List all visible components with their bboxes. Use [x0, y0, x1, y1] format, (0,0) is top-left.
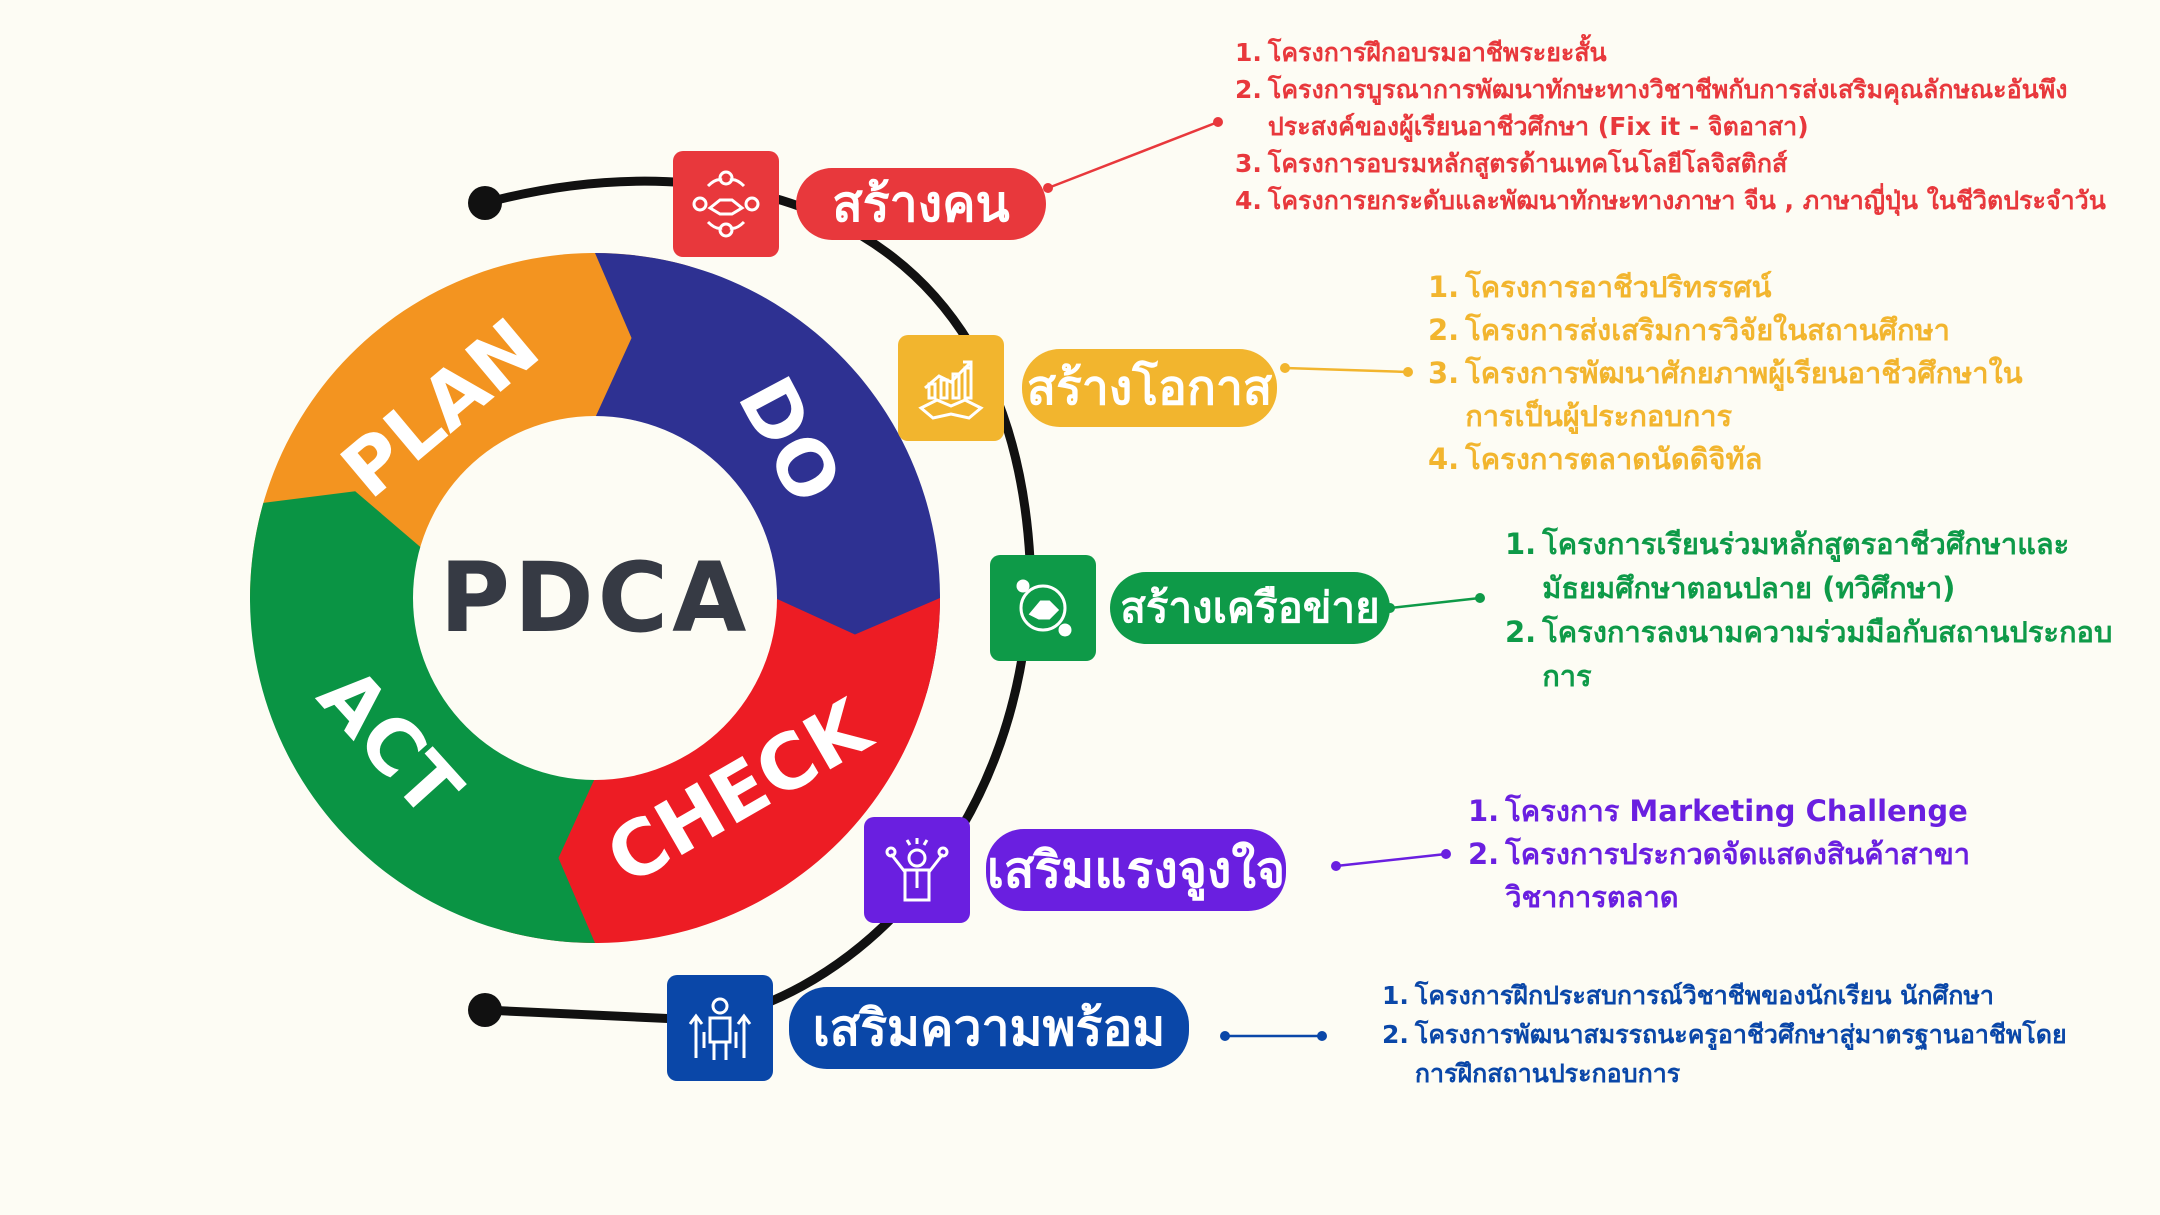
project-item: 2.โครงการประกวดจัดแสดงสินค้าสาขาวิชาการต…	[1468, 833, 2028, 919]
item-text: โครงการพัฒนาสมรรถนะครูอาชีวศึกษาสู่มาตรฐ…	[1414, 1020, 2067, 1088]
category-items-list: 1.โครงการฝึกประสบการณ์วิชาชีพของนักเรียน…	[1382, 976, 2102, 1093]
project-item: 2.โครงการบูรณาการพัฒนาทักษะทางวิชาชีพกับ…	[1235, 71, 2135, 145]
item-text: โครงการเรียนร่วมหลักสูตรอาชีวศึกษาและมัธ…	[1542, 527, 2070, 605]
item-number: 2.	[1235, 75, 1262, 104]
project-item: 2.โครงการลงนามความร่วมมือกับสถานประกอบกา…	[1505, 610, 2125, 698]
category-items-list: 1.โครงการอาชีวปริทรรศน์2.โครงการส่งเสริม…	[1428, 266, 2068, 481]
item-text: โครงการประกวดจัดแสดงสินค้าสาขาวิชาการตลา…	[1505, 837, 1971, 914]
item-text: โครงการลงนามความร่วมมือกับสถานประกอบการ	[1542, 615, 2113, 693]
project-item: 1.โครงการ Marketing Challenge	[1468, 790, 2028, 833]
connector-dot	[1403, 367, 1413, 377]
item-number: 2.	[1382, 1020, 1409, 1049]
item-text: โครงการอาชีวปริทรรศน์	[1465, 270, 1772, 304]
growth-handshake-icon	[898, 335, 1004, 441]
item-text: โครงการยกระดับและพัฒนาทักษะทางภาษา จีน ,…	[1267, 186, 2106, 215]
item-text: โครงการตลาดนัดดิจิทัล	[1465, 442, 1763, 476]
project-item: 1.โครงการฝึกประสบการณ์วิชาชีพของนักเรียน…	[1382, 976, 2102, 1015]
project-item: 2.โครงการส่งเสริมการวิจัยในสถานศึกษา	[1428, 309, 2068, 352]
item-number: 4.	[1235, 186, 1262, 215]
project-item: 3.โครงการพัฒนาศักยภาพผู้เรียนอาชีวศึกษาใ…	[1428, 352, 2068, 438]
project-item: 4.โครงการยกระดับและพัฒนาทักษะทางภาษา จีน…	[1235, 182, 2135, 219]
item-text: โครงการพัฒนาศักยภาพผู้เรียนอาชีวศึกษาในก…	[1465, 356, 2023, 433]
connector-line	[1335, 852, 1447, 868]
project-item: 2.โครงการพัฒนาสมรรถนะครูอาชีวศึกษาสู่มาต…	[1382, 1015, 2102, 1093]
category-title: เสริมแรงจูงใจ	[986, 840, 1286, 899]
project-item: 4.โครงการตลาดนัดดิจิทัล	[1428, 438, 2068, 481]
category-title-pill: สร้างคน	[796, 168, 1046, 240]
item-number: 3.	[1235, 149, 1262, 178]
center-label: PDCA	[440, 542, 751, 654]
item-number: 2.	[1468, 837, 1500, 871]
item-text: โครงการอบรมหลักสูตรด้านเทคโนโลยีโลจิสติก…	[1267, 149, 1788, 178]
item-number: 1.	[1468, 794, 1500, 828]
category-title-pill: สร้างเครือข่าย	[1110, 572, 1390, 644]
connector-dot	[1317, 1031, 1327, 1041]
item-text: โครงการบูรณาการพัฒนาทักษะทางวิชาชีพกับกา…	[1267, 75, 2068, 141]
category-readiness: เสริมความพร้อม	[667, 975, 1189, 1081]
category-title-pill: สร้างโอกาส	[1022, 349, 1277, 427]
connector-line	[1047, 120, 1219, 190]
arc-end-dot	[468, 993, 502, 1027]
item-number: 2.	[1505, 615, 1537, 649]
project-item: 3.โครงการอบรมหลักสูตรด้านเทคโนโลยีโลจิสต…	[1235, 145, 2135, 182]
item-number: 1.	[1505, 527, 1537, 561]
handshake-people-icon	[673, 151, 779, 257]
category-title-pill: เสริมความพร้อม	[789, 987, 1189, 1069]
item-text: โครงการ Marketing Challenge	[1505, 794, 1968, 828]
connector-dot	[1043, 183, 1053, 193]
project-item: 1.โครงการอาชีวปริทรรศน์	[1428, 266, 2068, 309]
category-create-people: สร้างคน	[673, 151, 1046, 257]
network-handshake-icon	[990, 555, 1096, 661]
ready-person-icon	[667, 975, 773, 1081]
category-title: สร้างคน	[832, 174, 1010, 233]
segment-do	[595, 253, 941, 705]
arc-start-dot	[468, 186, 502, 220]
item-text: โครงการฝึกประสบการณ์วิชาชีพของนักเรียน น…	[1414, 981, 1994, 1010]
category-build-network: สร้างเครือข่าย	[990, 555, 1390, 661]
item-number: 4.	[1428, 442, 1460, 476]
item-number: 2.	[1428, 313, 1460, 347]
connector-line	[1389, 596, 1481, 610]
connector-line	[1284, 366, 1409, 374]
connector-dot	[1475, 593, 1485, 603]
item-text: โครงการฝึกอบรมอาชีพระยะสั้น	[1267, 38, 1607, 67]
category-create-opportunity: สร้างโอกาส	[898, 335, 1277, 441]
category-title: สร้างโอกาส	[1026, 360, 1273, 416]
category-title: เสริมความพร้อม	[812, 998, 1166, 1057]
connector-dot	[1213, 117, 1223, 127]
connector-dot	[1280, 363, 1290, 373]
project-item: 1.โครงการฝึกอบรมอาชีพระยะสั้น	[1235, 34, 2135, 71]
connector-dot	[1441, 849, 1451, 859]
category-motivation: เสริมแรงจูงใจ	[864, 817, 1286, 923]
item-number: 1.	[1382, 981, 1409, 1010]
item-text: โครงการส่งเสริมการวิจัยในสถานศึกษา	[1465, 313, 1950, 347]
connector-dot	[1220, 1031, 1230, 1041]
item-number: 3.	[1428, 356, 1460, 390]
center-circle	[413, 416, 777, 780]
motivated-person-icon	[864, 817, 970, 923]
category-title-pill: เสริมแรงจูงใจ	[986, 829, 1286, 911]
project-item: 1.โครงการเรียนร่วมหลักสูตรอาชีวศึกษาและม…	[1505, 522, 2125, 610]
item-number: 1.	[1428, 270, 1460, 304]
segment-act	[250, 491, 596, 943]
category-items-list: 1.โครงการเรียนร่วมหลักสูตรอาชีวศึกษาและม…	[1505, 522, 2125, 698]
category-title: สร้างเครือข่าย	[1120, 583, 1380, 632]
connector-dot	[1331, 861, 1341, 871]
segment-check	[488, 598, 940, 944]
item-number: 1.	[1235, 38, 1262, 67]
